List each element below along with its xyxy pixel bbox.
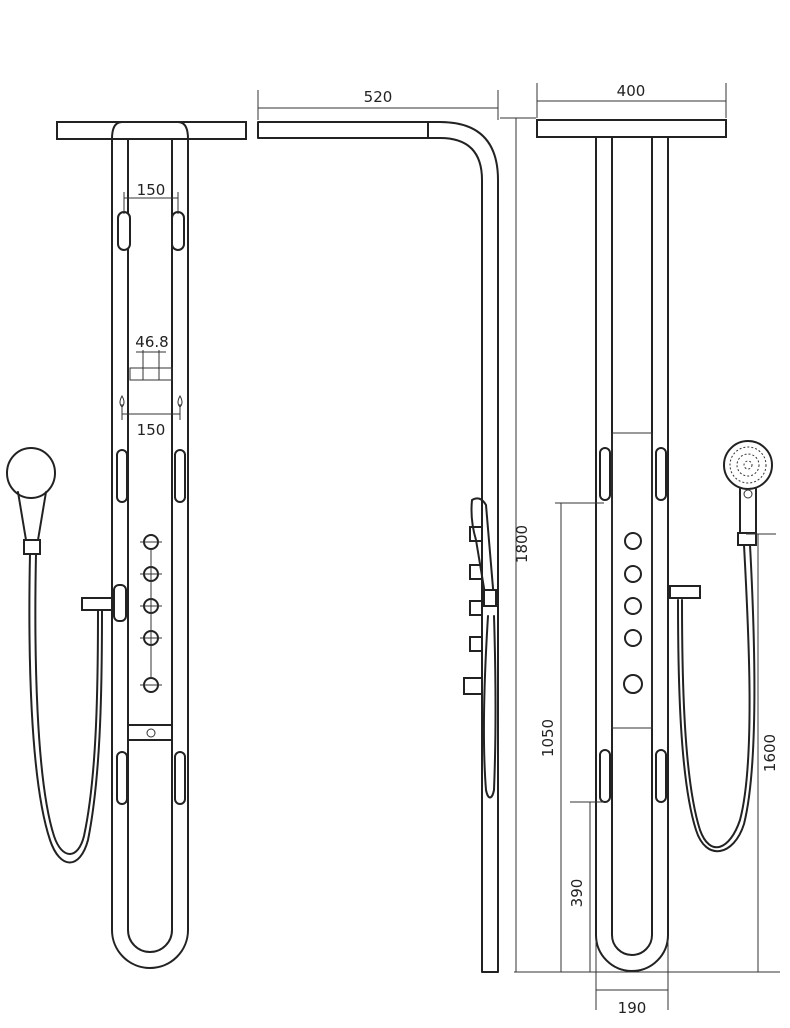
back-u-tube xyxy=(595,136,669,972)
front-tube-cap-right xyxy=(177,121,189,140)
back-knob-5 xyxy=(623,674,643,694)
dim-front-nozzle-width: 46.8 xyxy=(135,333,168,351)
back-knob-3 xyxy=(624,597,642,615)
dim-handshower-height: 1600 xyxy=(761,734,779,772)
front-body-jet-right-lower xyxy=(174,751,186,805)
back-control-panel xyxy=(611,432,653,729)
back-dim-190: 190 xyxy=(595,940,669,1017)
side-knob-3 xyxy=(469,600,483,616)
back-handshower-connector xyxy=(737,532,757,546)
front-upper-jet-left xyxy=(117,211,131,251)
front-nozzle-bar xyxy=(129,367,173,381)
back-handshower-nozzles xyxy=(729,446,767,484)
back-handshower-head xyxy=(723,440,773,490)
dim-side-depth: 520 xyxy=(364,88,393,106)
back-hose-inner xyxy=(677,544,756,852)
front-holder-plate xyxy=(113,584,127,622)
dim-bottom-jet-height: 390 xyxy=(568,879,586,908)
front-knob-1 xyxy=(140,534,162,550)
back-jet-left-lower xyxy=(599,749,611,803)
front-dim-46-8: 46.8 xyxy=(135,333,169,368)
back-dim-390: 390 xyxy=(568,801,604,972)
front-view: 150 46.8 150 xyxy=(6,121,247,969)
back-jet-right-lower xyxy=(655,749,667,803)
side-dim-520: 520 xyxy=(257,88,499,120)
front-body-jet-left-lower xyxy=(116,751,128,805)
side-knob-5 xyxy=(463,677,483,695)
back-hose xyxy=(681,544,751,849)
dim-back-width: 400 xyxy=(617,82,646,100)
back-view: 400 1050 390 1600 190 xyxy=(514,82,780,1017)
front-handshower-handle xyxy=(17,491,47,541)
back-top-bar xyxy=(536,119,727,138)
dim-bottom-width: 190 xyxy=(618,999,647,1017)
side-holder xyxy=(483,589,497,607)
front-dim-150-top: 150 xyxy=(123,181,179,214)
back-dim-400: 400 xyxy=(536,82,727,118)
back-dim-1600: 1600 xyxy=(746,533,779,972)
side-hose xyxy=(482,615,497,799)
front-hose xyxy=(28,553,103,864)
side-view: 520 1800 xyxy=(257,88,536,973)
front-nozzle-dividers xyxy=(142,368,160,380)
back-knob-2 xyxy=(624,565,642,583)
back-jet-right-upper xyxy=(655,447,667,501)
back-handshower-handle xyxy=(739,488,757,536)
back-u-tube-inner xyxy=(611,136,653,956)
side-knob-4 xyxy=(469,636,483,652)
front-knob-5 xyxy=(140,677,162,693)
dim-front-top-spacing: 150 xyxy=(137,181,166,199)
front-panel-hole xyxy=(146,728,156,738)
side-arm xyxy=(257,121,499,973)
front-tube-cap-left xyxy=(111,121,123,140)
dim-front-mid-spacing: 150 xyxy=(137,421,166,439)
dim-total-height: 1800 xyxy=(513,525,531,563)
back-dim-1050: 1050 xyxy=(539,502,604,972)
back-jet-left-upper xyxy=(599,447,611,501)
front-handshower-head xyxy=(6,447,56,499)
front-handshower-holder xyxy=(81,597,113,611)
dim-lower-jet-height: 1050 xyxy=(539,719,557,757)
back-handshower-holder xyxy=(669,585,701,599)
front-body-jet-left-upper xyxy=(116,449,128,503)
front-body-jet-right-upper xyxy=(174,449,186,503)
front-top-bar xyxy=(56,121,247,140)
front-handshower-connector xyxy=(23,539,41,555)
back-knob-1 xyxy=(624,532,642,550)
front-control-knobs xyxy=(140,534,162,693)
front-hose-inner xyxy=(34,553,99,855)
front-u-tube-inner xyxy=(127,138,173,953)
front-dim-150-mid: 150 xyxy=(121,404,181,439)
back-knob-4 xyxy=(624,629,642,647)
front-u-tube xyxy=(111,138,189,969)
front-upper-jet-right xyxy=(171,211,185,251)
side-dim-1800: 1800 xyxy=(500,117,536,972)
